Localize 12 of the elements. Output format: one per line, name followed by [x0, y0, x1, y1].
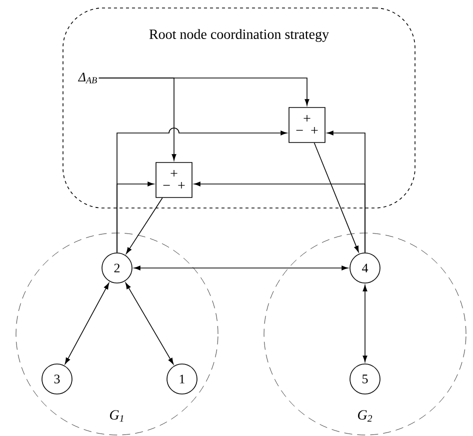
- arrow: [134, 266, 348, 270]
- arrow: [116, 182, 154, 253]
- arrow: [126, 198, 163, 254]
- signal-label: Δ$_{AB}$: [78, 72, 97, 84]
- summing-block: + − +: [156, 162, 192, 198]
- arrow: [125, 282, 174, 364]
- arrow: [64, 282, 110, 364]
- summing-block: + − +: [288, 107, 326, 143]
- arrow: [314, 142, 359, 252]
- arrow: [362, 284, 368, 362]
- arrow: [98, 78, 176, 161]
- arrow: [194, 182, 366, 253]
